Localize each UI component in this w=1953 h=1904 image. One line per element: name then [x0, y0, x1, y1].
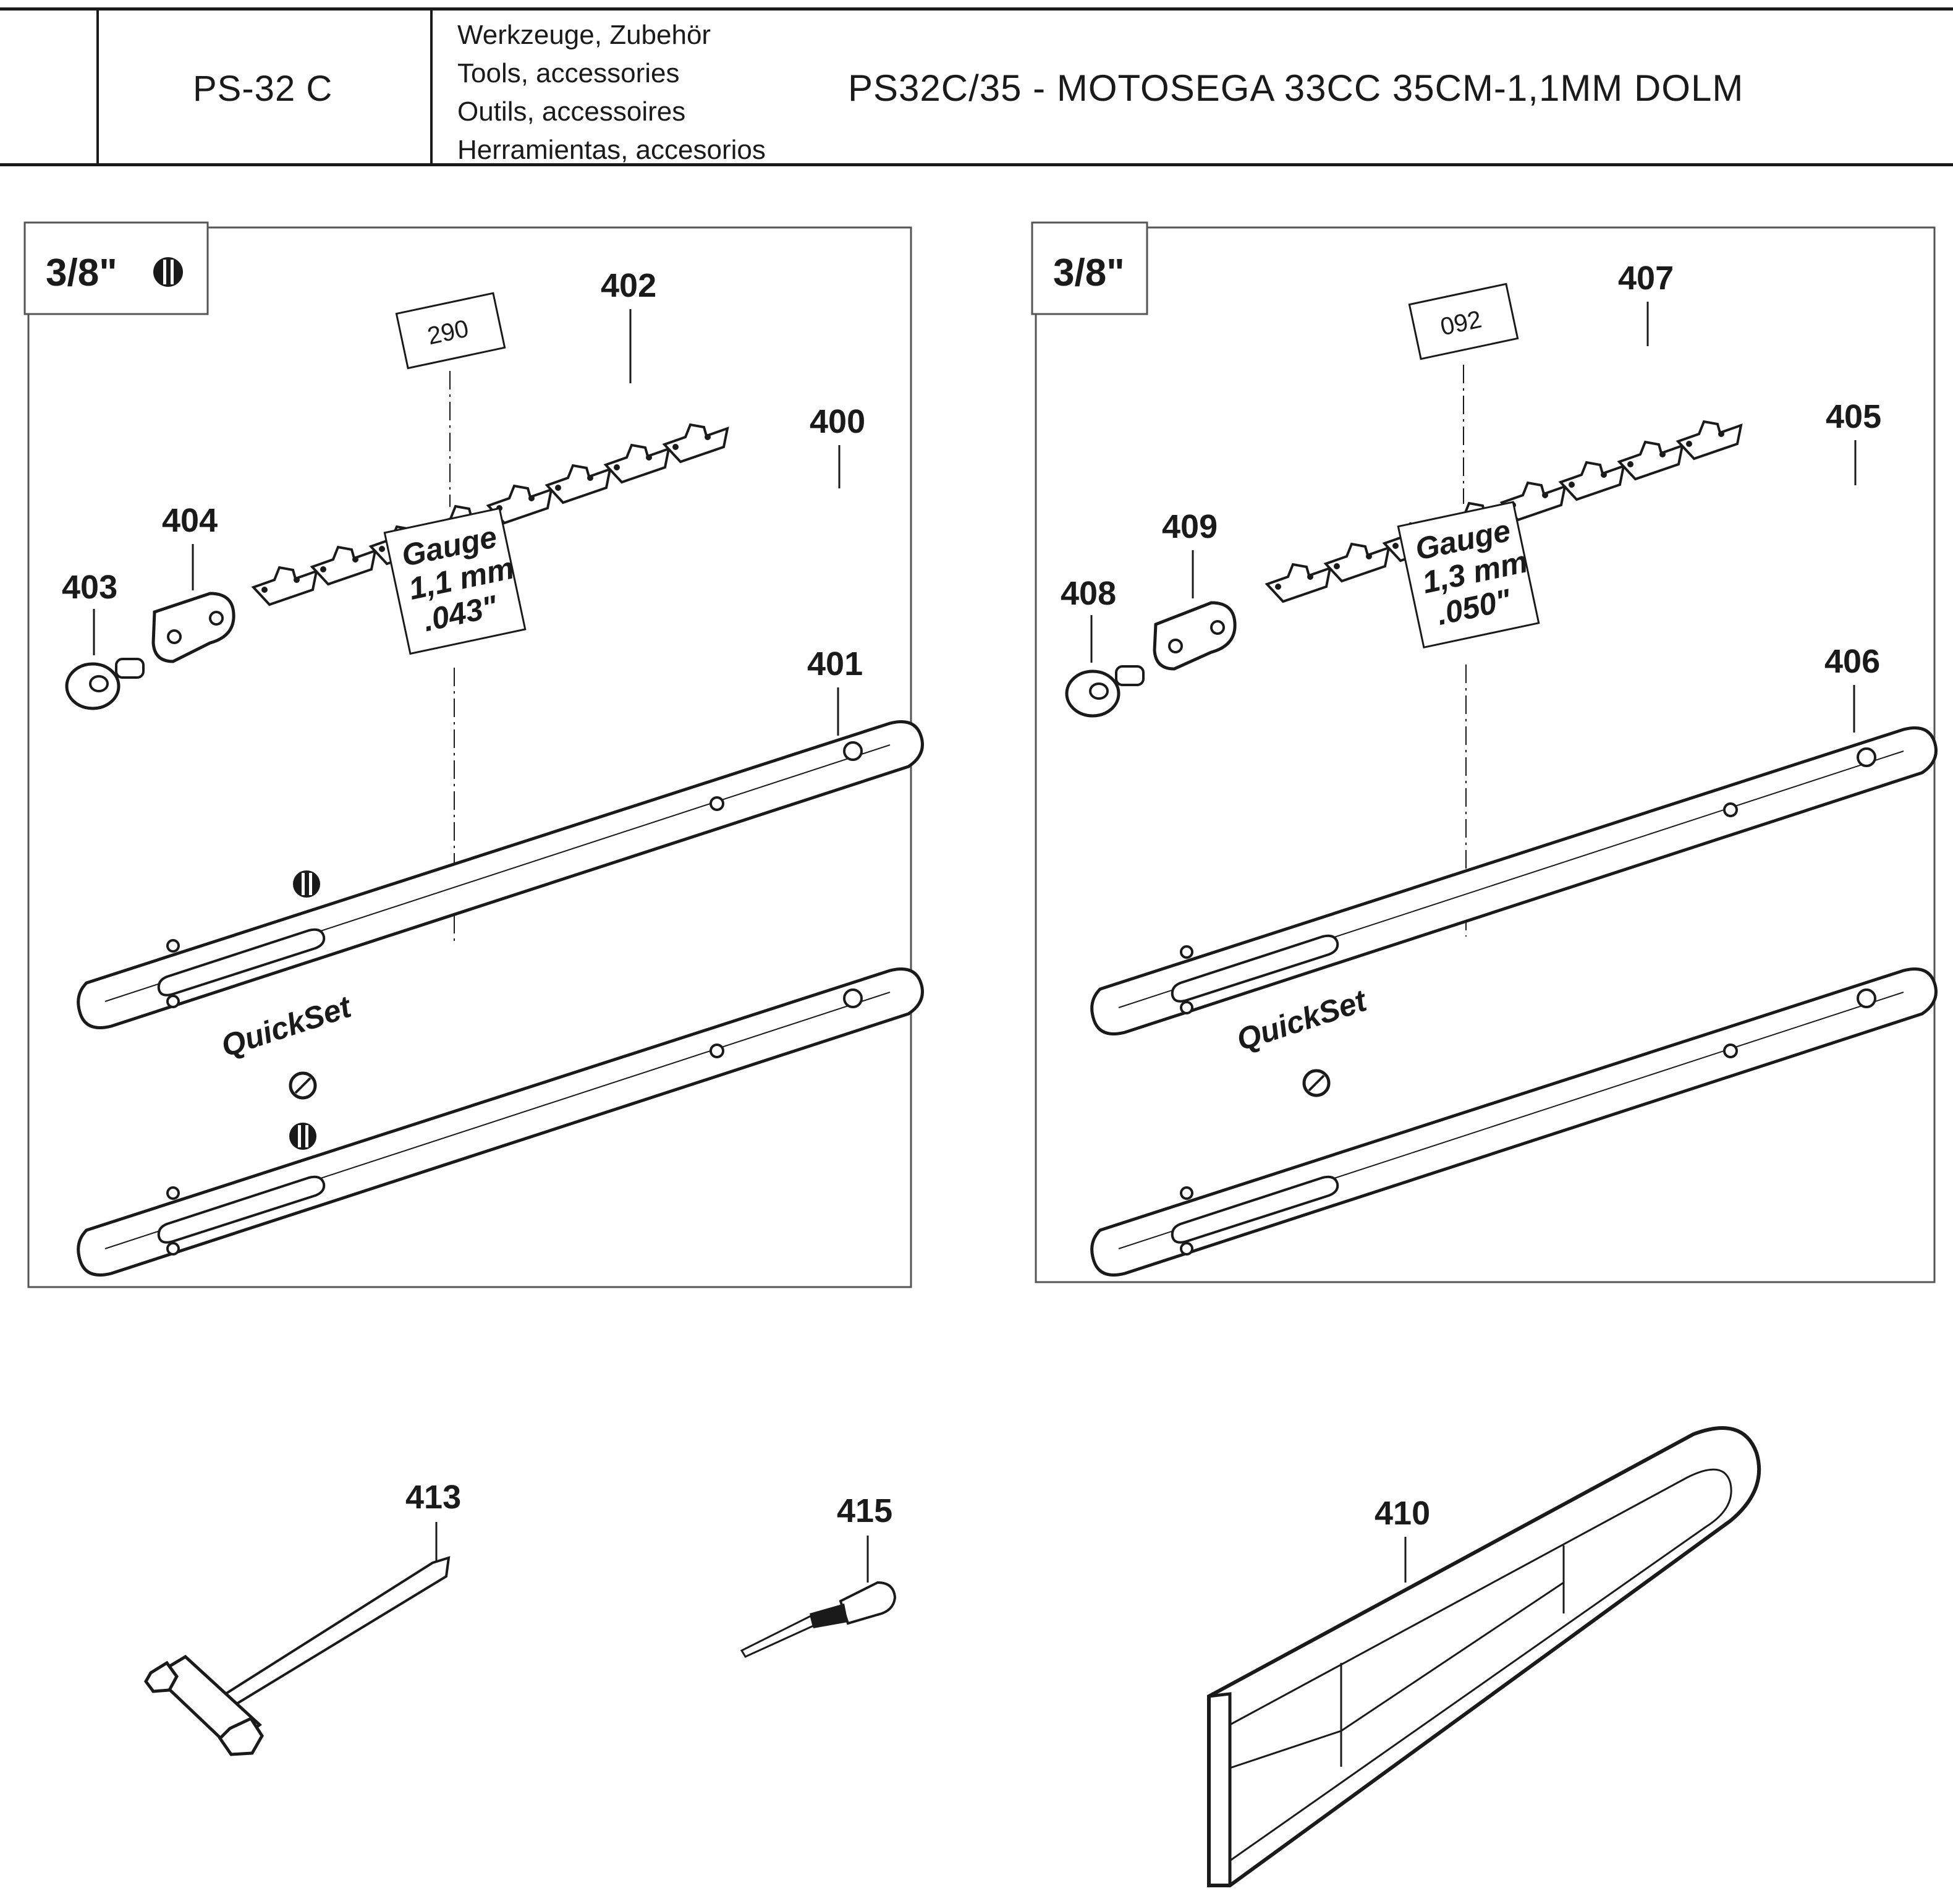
callout-bar-cover: 410	[1375, 1495, 1430, 1532]
right-chain-code-tag: 092	[1408, 283, 1519, 360]
left-callout-rivet: 403	[62, 569, 117, 606]
category-fr: Outils, accessoires	[457, 96, 686, 127]
right-callout-bar-top: 405	[1826, 398, 1881, 435]
right-callout-rivet: 408	[1061, 575, 1116, 612]
category-es: Herramientas, accesorios	[457, 135, 766, 165]
callout-wrench: 413	[405, 1479, 461, 1516]
right-bar2-bolt-icon	[1302, 1069, 1331, 1097]
left-rivet	[65, 658, 145, 710]
tool-bar-cover: 410	[1207, 1426, 1761, 1887]
right-brand-quickset: QuickSet	[1232, 982, 1372, 1057]
left-callout-bar-top: 400	[810, 403, 865, 440]
header-divider-2	[430, 7, 433, 166]
left-brand-quickset: QuickSet	[217, 988, 357, 1063]
left-bar2-sprocket-icon	[289, 1123, 316, 1150]
tool-screwdriver: 415	[740, 1492, 897, 1658]
category-de: Werkzeuge, Zubehör	[457, 20, 711, 50]
product-title: PS32C/35 - MOTOSEGA 33CC 35CM-1,1MM DOLM	[848, 67, 1744, 109]
callout-screwdriver: 415	[837, 1492, 892, 1529]
left-gauge-tag: Gauge 1,1 mm .043"	[383, 507, 527, 655]
left-bar-sprocket-icon	[293, 870, 320, 898]
right-guide-bar-top	[1092, 728, 1936, 1034]
right-pitch-box	[1031, 221, 1148, 315]
left-guide-bar-bottom	[78, 969, 923, 1275]
header: PS-32 C Werkzeuge, Zubehör Tools, access…	[0, 0, 1953, 167]
right-gauge-tag: Gauge 1,3 mm .050"	[1397, 501, 1540, 649]
left-callout-bar-bottom: 401	[807, 645, 863, 682]
category-list: Werkzeuge, Zubehör Tools, accessories Ou…	[457, 16, 766, 169]
left-callout-chain: 402	[601, 267, 656, 304]
right-callout-link: 409	[1162, 508, 1218, 545]
left-bar2-bolt-icon	[289, 1071, 317, 1100]
header-divider-1	[96, 7, 99, 166]
tool-wrench: 413	[144, 1479, 461, 1756]
left-pitch-label: 3/8"	[46, 252, 117, 294]
left-panel: 3/8" 290 402 Gauge 1,1 mm .043"	[23, 221, 923, 1288]
right-panel: 3/8" 092 407 Gauge 1,3 mm .050" 408 409	[1031, 221, 1936, 1283]
header-top-rule	[0, 7, 1953, 11]
left-callout-link: 404	[162, 502, 218, 539]
left-chain-code-tag: 290	[395, 292, 506, 370]
left-guide-bar-top	[78, 722, 923, 1028]
model-name: PS-32 C	[193, 69, 333, 109]
category-en: Tools, accessories	[457, 58, 680, 88]
right-callout-bar-bottom: 406	[1824, 643, 1880, 680]
left-link	[151, 592, 235, 663]
right-link	[1153, 601, 1237, 671]
header-bottom-rule	[0, 163, 1953, 166]
right-rivet	[1065, 665, 1145, 718]
right-pitch-label: 3/8"	[1053, 252, 1125, 294]
left-sprocket-icon	[153, 257, 183, 287]
right-callout-chain: 407	[1618, 260, 1674, 297]
right-guide-bar-bottom	[1092, 969, 1936, 1275]
